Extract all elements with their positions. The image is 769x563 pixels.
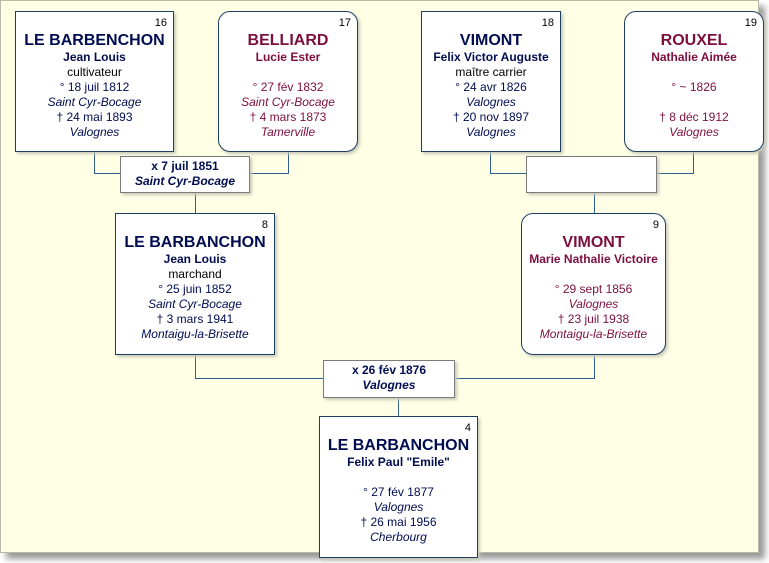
connector-line xyxy=(94,173,120,174)
birth-place: Saint Cyr-Bocage xyxy=(241,95,335,109)
person-surname: VIMONT xyxy=(562,234,625,251)
death-place: Montaigu-la-Brisette xyxy=(539,327,648,341)
marriage-box-18-19[interactable] xyxy=(526,156,657,193)
person-occupation: cultivateur xyxy=(67,65,122,79)
death-place: Valognes xyxy=(69,125,120,139)
person-card-16[interactable]: 16 LE BARBENCHON Jean Louis cultivateur … xyxy=(15,11,174,152)
connector-line xyxy=(455,378,595,379)
person-given-name: Felix Paul "Emile" xyxy=(347,455,450,469)
person-card-19[interactable]: 19 ROUXEL Nathalie Aimée ° ~ 1826 † 8 dé… xyxy=(624,11,764,152)
connector-line xyxy=(288,151,289,173)
birth-date: ° 24 avr 1826 xyxy=(455,80,527,94)
marriage-box-8-9[interactable]: x 26 fév 1876 Valognes xyxy=(323,360,455,398)
death-date: † 3 mars 1941 xyxy=(156,312,234,326)
connector-line xyxy=(94,151,95,173)
birth-date: ° 25 juin 1852 xyxy=(158,282,232,296)
birth-date: ° ~ 1826 xyxy=(671,80,717,94)
death-date: † 8 déc 1912 xyxy=(659,110,729,124)
connector-line xyxy=(195,192,196,214)
death-place: Montaigu-la-Brisette xyxy=(141,327,249,341)
birth-date: ° 29 sept 1856 xyxy=(554,282,633,296)
connector-line xyxy=(594,192,595,214)
person-occupation: marchand xyxy=(168,267,222,281)
birth-place: Valognes xyxy=(373,500,424,514)
person-surname: LE BARBANCHON xyxy=(327,437,470,454)
birth-place: Saint Cyr-Bocage xyxy=(47,95,142,109)
sosa-number: 9 xyxy=(652,219,659,231)
connector-line xyxy=(249,173,289,174)
sosa-number: 19 xyxy=(744,17,757,29)
death-date: † 20 nov 1897 xyxy=(452,110,530,124)
marriage-date: x 7 juil 1851 xyxy=(151,159,219,173)
connector-line xyxy=(195,354,196,378)
marriage-box-16-17[interactable]: x 7 juil 1851 Saint Cyr-Bocage xyxy=(120,156,250,193)
marriage-date: x 26 fév 1876 xyxy=(351,363,427,377)
death-place: Valognes xyxy=(669,125,719,139)
birth-place: Valognes xyxy=(568,297,619,311)
person-given-name: Lucie Ester xyxy=(255,50,321,64)
connector-line xyxy=(693,151,694,173)
person-given-name: Nathalie Aimée xyxy=(651,50,737,64)
person-surname: ROUXEL xyxy=(660,32,728,49)
sosa-number: 8 xyxy=(261,219,268,231)
birth-date: ° 18 juil 1812 xyxy=(59,80,130,94)
person-given-name: Marie Nathalie Victoire xyxy=(529,252,658,266)
person-given-name: Jean Louis xyxy=(63,50,126,64)
sosa-number: 18 xyxy=(541,17,554,29)
birth-place: Saint Cyr-Bocage xyxy=(148,297,242,311)
death-date: † 23 juil 1938 xyxy=(557,312,630,326)
marriage-place: Valognes xyxy=(362,378,416,392)
connector-line xyxy=(195,378,323,379)
person-card-8[interactable]: 8 LE BARBANCHON Jean Louis marchand ° 25… xyxy=(115,213,275,355)
connector-line xyxy=(656,173,694,174)
person-card-4[interactable]: 4 LE BARBANCHON Felix Paul "Emile" ° 27 … xyxy=(319,416,478,558)
birth-date: ° 27 fév 1877 xyxy=(363,485,434,499)
person-card-17[interactable]: 17 BELLIARD Lucie Ester ° 27 fév 1832 Sa… xyxy=(218,11,358,152)
connector-line xyxy=(594,354,595,378)
person-surname: VIMONT xyxy=(459,32,523,49)
sosa-number: 16 xyxy=(154,17,167,29)
person-surname: LE BARBANCHON xyxy=(124,234,266,251)
death-date: † 24 mai 1893 xyxy=(56,110,133,124)
sosa-number: 4 xyxy=(464,422,471,434)
death-place: Cherbourg xyxy=(370,530,427,544)
sosa-number: 17 xyxy=(338,17,351,29)
person-card-9[interactable]: 9 VIMONT Marie Nathalie Victoire ° 29 se… xyxy=(521,213,666,355)
person-card-18[interactable]: 18 VIMONT Felix Victor Auguste maître ca… xyxy=(421,11,561,152)
connector-line xyxy=(490,151,491,173)
person-surname: BELLIARD xyxy=(247,32,329,49)
person-given-name: Jean Louis xyxy=(163,252,227,266)
birth-date: ° 27 fév 1832 xyxy=(252,80,324,94)
birth-place: Valognes xyxy=(466,95,516,109)
connector-line xyxy=(398,398,399,416)
death-date: † 4 mars 1873 xyxy=(249,110,327,124)
person-surname: LE BARBENCHON xyxy=(24,32,165,49)
marriage-place: Saint Cyr-Bocage xyxy=(134,174,236,188)
person-occupation: maître carrier xyxy=(455,65,527,79)
death-place: Tamerville xyxy=(260,125,316,139)
person-given-name: Felix Victor Auguste xyxy=(433,50,549,64)
death-date: † 26 mai 1956 xyxy=(360,515,437,529)
death-place: Valognes xyxy=(466,125,516,139)
connector-line xyxy=(490,173,526,174)
